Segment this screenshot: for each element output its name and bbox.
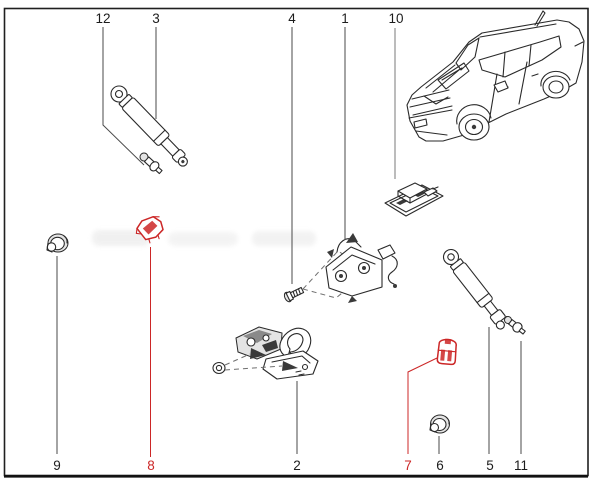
- part-gas-strut-left[interactable]: [108, 83, 193, 170]
- callout-6[interactable]: 6: [436, 458, 444, 473]
- callout-12[interactable]: 12: [95, 11, 110, 26]
- part-gas-strut-right-5[interactable]: [440, 246, 511, 330]
- callout-5[interactable]: 5: [486, 458, 494, 473]
- callout-9[interactable]: 9: [53, 458, 61, 473]
- callout-4[interactable]: 4: [288, 11, 296, 26]
- part-handle-assembly-2[interactable]: [212, 326, 319, 380]
- diagram-border: [3, 7, 589, 478]
- part-grommet-9[interactable]: [46, 233, 69, 253]
- part-license-plate-lamp-10[interactable]: [384, 182, 444, 217]
- watermark: [92, 230, 316, 246]
- part-ball-stud-11[interactable]: [502, 314, 527, 336]
- part-lock-latch-1[interactable]: [325, 233, 398, 303]
- part-bolt-4[interactable]: [283, 285, 305, 303]
- callout-10[interactable]: 10: [388, 11, 403, 26]
- part-grommet-6[interactable]: [429, 414, 450, 434]
- callout-1[interactable]: 1: [341, 11, 349, 26]
- callout-3[interactable]: 3: [152, 11, 160, 26]
- callout-11[interactable]: 11: [514, 458, 528, 473]
- part-retaining-clip-8[interactable]: [132, 212, 168, 247]
- leader-7: [407, 357, 438, 454]
- leader-12: [102, 27, 145, 166]
- part-ball-stud-12[interactable]: [138, 151, 164, 176]
- part-retaining-clip-7[interactable]: [436, 338, 457, 366]
- callout-8[interactable]: 8: [147, 458, 155, 473]
- callout-7[interactable]: 7: [404, 458, 412, 473]
- car-illustration: [406, 10, 585, 142]
- callout-2[interactable]: 2: [293, 458, 301, 473]
